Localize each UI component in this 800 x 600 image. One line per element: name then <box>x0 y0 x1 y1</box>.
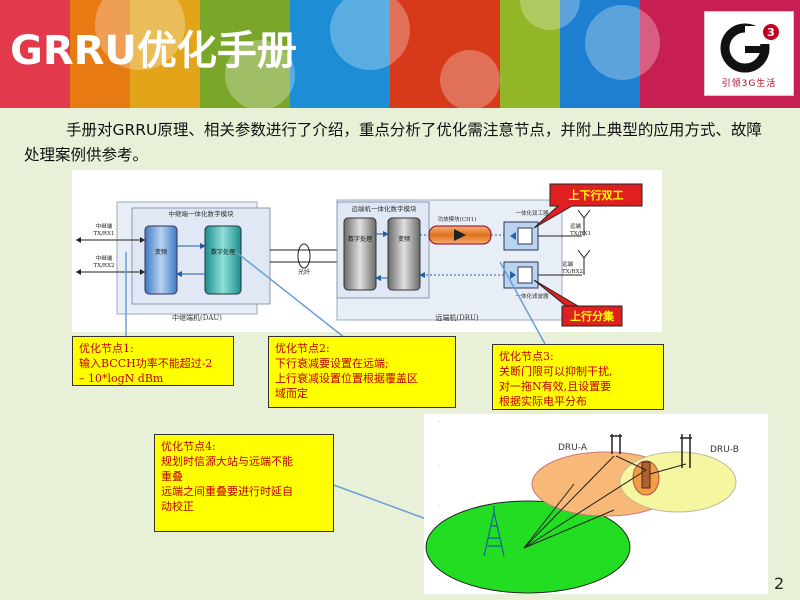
page-title: GRRU优化手册 <box>10 28 297 74</box>
logo: 3 引领3G生活 <box>704 11 794 96</box>
note-4-line: 重叠 <box>161 470 183 483</box>
dru-freq-block <box>387 217 421 291</box>
antenna-icon <box>577 249 591 275</box>
note-4-line: 远端之间重叠要进行时延自 <box>161 485 293 498</box>
note-4-line: 规划时信源大站与远端不能 <box>161 455 293 468</box>
dru-module-title: 远端机一体化数字模块 <box>352 204 418 213</box>
callout-updown: 上下行双工 <box>569 188 624 202</box>
dau-digital-label: 数字处理 <box>211 248 235 256</box>
note-2-line: 下行衰减要设置在远端; <box>275 357 389 370</box>
note-3-line: 根据实际电平分布 <box>499 395 587 408</box>
antenna-icon <box>610 434 622 454</box>
coverage-map: DRU-A DRU-B · · · · <box>424 414 768 594</box>
note-1-line: 输入BCCH功率不能超过-2 <box>79 357 213 370</box>
logo-tagline: 引领3G生活 <box>721 79 777 89</box>
callout-uplink: 上行分集 <box>570 309 615 323</box>
page-number: 2 <box>774 574 785 593</box>
note-2-line: 优化节点2: <box>275 342 330 355</box>
antenna-icon <box>577 209 591 236</box>
svg-text:·: · <box>438 573 440 580</box>
svg-text:3: 3 <box>767 26 775 39</box>
svg-text:·: · <box>438 503 440 510</box>
note-1-line: 优化节点1: <box>79 342 134 355</box>
g3-logo-icon: 3 <box>720 23 779 73</box>
note-2-line: 域而定 <box>275 387 308 400</box>
dau-module-title: 中继端一体化数字模块 <box>169 209 235 218</box>
duplexer-label: 一体化双工器 <box>515 209 549 217</box>
antenna-icon <box>680 434 692 468</box>
svg-text:·: · <box>438 419 440 426</box>
note-3: 优化节点3: 关断门限可以抑制干扰, 对一拖N有效,且设置要 根据实际电平分布 <box>492 344 664 410</box>
note-2: 优化节点2: 下行衰减要设置在远端; 上行衰减设置位置根据覆盖区 域而定 <box>268 336 456 408</box>
dau-label: 中继端机(DAU) <box>172 313 222 322</box>
donor-coverage-area <box>425 500 631 594</box>
dru-a-label: DRU-A <box>558 443 588 453</box>
note-3-line: 关断门限可以抑制干扰, <box>499 365 613 378</box>
port-label-line: TX/RX1 <box>570 231 591 237</box>
dru-b-label: DRU-B <box>710 445 739 455</box>
port-label-line: TX/RX1 <box>94 231 115 237</box>
note-4-line: 动校正 <box>161 500 194 513</box>
note-1: 优化节点1: 输入BCCH功率不能超过-2 – 10*logN dBm <box>72 336 234 386</box>
filter-label: 一体化滤波器 <box>515 292 549 300</box>
note-4-line: 优化节点4: <box>161 440 216 453</box>
header-banner: GRRU优化手册 3 引领3G生活 <box>0 0 800 108</box>
building-icon <box>641 461 651 489</box>
dau-freq-block <box>144 225 178 295</box>
note-3-line: 优化节点3: <box>499 350 554 363</box>
intro-paragraph: 手册对GRRU原理、相关参数进行了介绍，重点分析了优化需注意节点，并附上典型的应… <box>24 121 762 164</box>
fiber-label: 光纤 <box>298 268 310 276</box>
note-4: 优化节点4: 规划时信源大站与远端不能 重叠 远端之间重叠要进行时延自 动校正 <box>154 434 334 532</box>
svg-text:·: · <box>438 463 440 470</box>
dru-freq-label: 变频 <box>398 235 410 243</box>
dau-freq-label: 变频 <box>155 248 167 256</box>
tower-icon <box>483 506 505 557</box>
port-label-line: TX/RX2 <box>562 269 583 275</box>
note-2-line: 上行衰减设置位置根据覆盖区 <box>275 372 418 385</box>
port-label-line: TX/RX2 <box>94 263 115 269</box>
dau-digital-block <box>204 225 242 295</box>
dru-label: 远端机(DRU) <box>435 313 479 322</box>
dru-digital-label: 数字处理 <box>348 235 372 243</box>
note-1-line: – 10*logN dBm <box>79 372 164 385</box>
dru-digital-block <box>343 217 377 291</box>
pa-module-label: 功放模块(CH1) <box>438 215 477 223</box>
note-3-line: 对一拖N有效,且设置要 <box>499 380 612 393</box>
